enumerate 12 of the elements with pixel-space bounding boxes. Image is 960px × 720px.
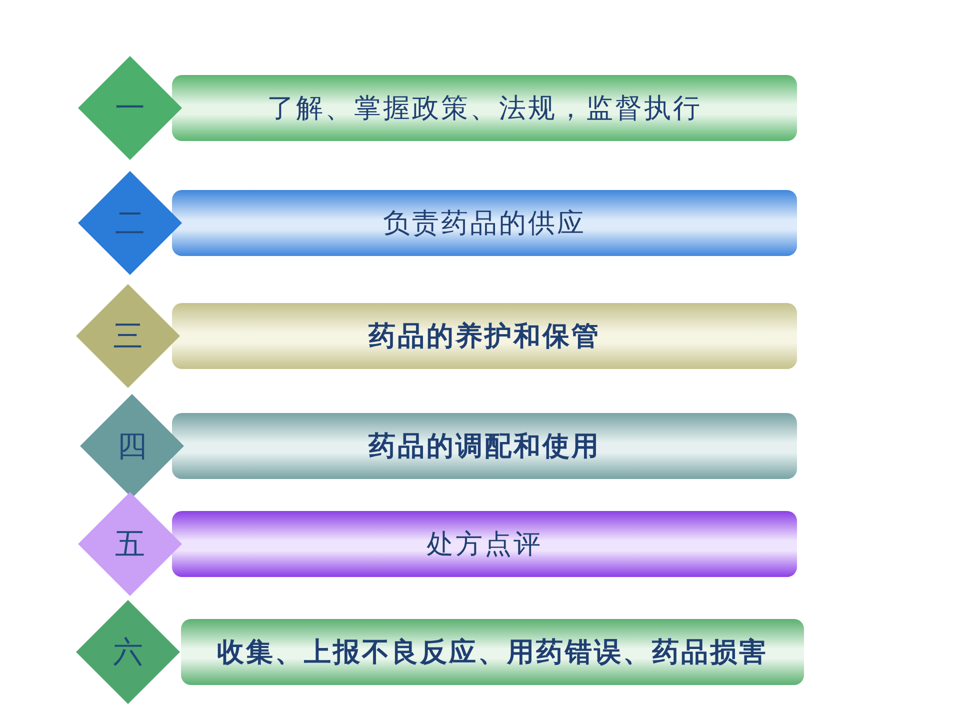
item-bar: 药品的养护和保管 bbox=[172, 303, 797, 369]
number-diamond: 五 bbox=[78, 492, 182, 596]
number-diamond: 三 bbox=[76, 284, 180, 388]
item-bar: 处方点评 bbox=[172, 511, 797, 577]
item-bar: 了解、掌握政策、法规，监督执行 bbox=[172, 75, 797, 141]
number-diamond: 六 bbox=[76, 600, 180, 704]
item-bar: 收集、上报不良反应、用药错误、药品损害 bbox=[181, 619, 804, 685]
number-diamond: 四 bbox=[80, 394, 184, 498]
number-diamond: 二 bbox=[78, 171, 182, 275]
item-bar: 负责药品的供应 bbox=[172, 190, 797, 256]
item-bar: 药品的调配和使用 bbox=[172, 413, 797, 479]
number-diamond: 一 bbox=[78, 56, 182, 160]
